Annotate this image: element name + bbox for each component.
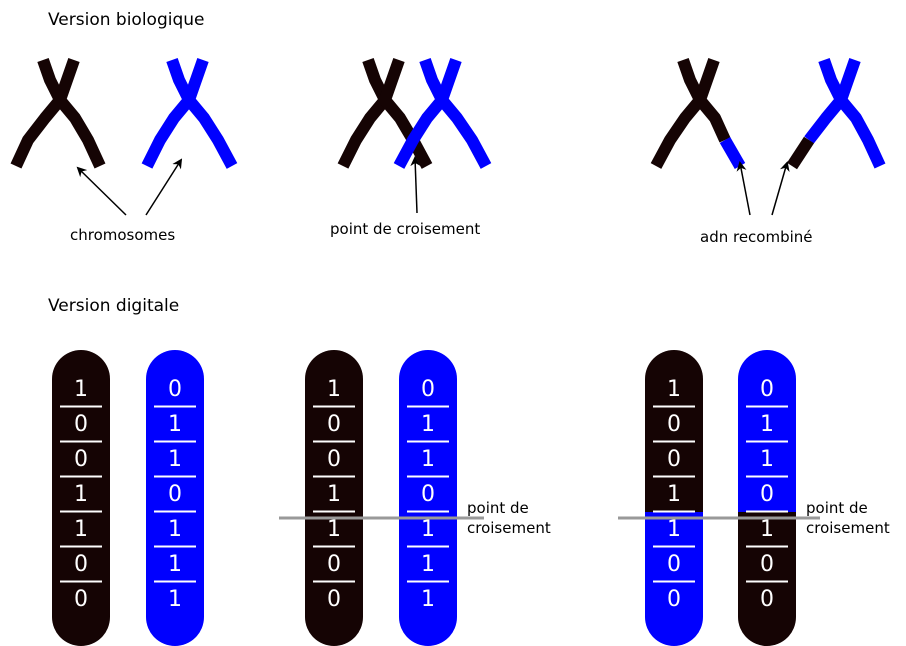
bit-value: 1 [327,482,341,507]
crossover-label-parents-line2: croisement [467,519,551,537]
bit-value: 0 [74,447,88,472]
bit-value: 1 [760,447,774,472]
bit-value: 0 [327,447,341,472]
bit-value: 0 [667,447,681,472]
bit-value: 0 [327,587,341,612]
capsule-segment [645,477,703,513]
bit-value: 0 [667,412,681,437]
bit-value: 1 [168,447,182,472]
bit-value: 1 [667,482,681,507]
bit-value: 1 [421,552,435,577]
arrow-crossover [410,156,421,214]
bit-value: 1 [327,517,341,542]
chromosomes-label: chromosomes [70,226,175,244]
capsule-segment [645,350,703,408]
bit-value: 1 [74,377,88,402]
bit-value: 0 [327,552,341,577]
chromosome-black-2 [337,58,433,169]
bit-value: 0 [667,587,681,612]
capsule-segment [645,582,703,646]
bit-value: 1 [327,377,341,402]
arrow-chromosomes-left [76,166,127,216]
arrow-chromosomes-right [145,158,183,216]
chromosome-recombined-black [650,58,746,169]
capsule-segment [645,407,703,443]
arrow-recombined-left [736,161,751,216]
bit-value: 1 [74,517,88,542]
bit-value: 0 [421,482,435,507]
chromosome-blue-2 [393,58,492,169]
capsule-parent-black-1 [52,350,110,646]
crossover-label-offspring-line1: point de [806,499,868,517]
capsule-segment [738,442,796,478]
digital-title: Version digitale [48,296,179,316]
bit-value: 0 [667,552,681,577]
crossover-label-offspring-line2: croisement [806,519,890,537]
capsule-segment [645,442,703,478]
bit-value: 0 [74,552,88,577]
bit-value: 1 [421,447,435,472]
capsule-parent-blue-1 [146,350,204,646]
capsule-parent-black-2 [305,350,363,646]
bit-value: 0 [74,412,88,437]
capsule-segment [738,547,796,583]
chromosome-recombined-blue [786,58,886,170]
biological-title: Version biologique [48,10,205,30]
bit-value: 1 [168,412,182,437]
chromosome-black-1 [10,58,106,169]
bit-value: 0 [760,587,774,612]
bit-value: 0 [168,482,182,507]
bit-value: 0 [421,377,435,402]
bit-value: 0 [327,412,341,437]
arrow-recombined-right [771,161,790,216]
bit-value: 1 [667,517,681,542]
bit-value: 1 [421,517,435,542]
bit-value: 1 [667,377,681,402]
bit-value: 1 [74,482,88,507]
bit-value: 1 [421,587,435,612]
capsule-parent-blue-2 [399,350,457,646]
recombined-label: adn recombiné [700,228,813,246]
bit-value: 1 [168,552,182,577]
bit-value: 0 [760,482,774,507]
capsule-segment [738,477,796,513]
bit-value: 0 [760,552,774,577]
chromosome-blue-1 [141,58,238,169]
bit-value: 0 [74,587,88,612]
crossover-label-parents-line1: point de [467,499,529,517]
capsule-offspring-1 [645,350,703,646]
capsule-segment [738,350,796,408]
capsule-segment [738,582,796,646]
capsule-segment [738,407,796,443]
bit-value: 1 [760,517,774,542]
bit-value: 1 [168,517,182,542]
bit-value: 1 [168,587,182,612]
bit-value: 1 [760,412,774,437]
bit-value: 0 [168,377,182,402]
capsule-segment [645,547,703,583]
bit-value: 0 [760,377,774,402]
bit-value: 1 [421,412,435,437]
crossover-label: point de croisement [330,220,480,238]
